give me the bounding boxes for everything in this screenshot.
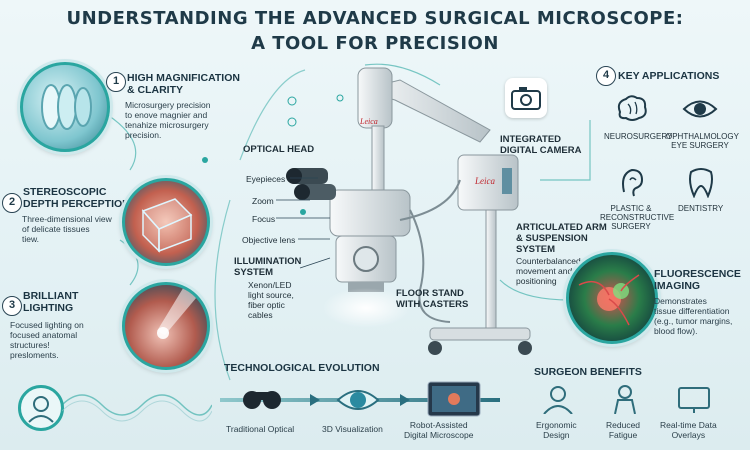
fluorescence-illustration bbox=[566, 252, 658, 344]
binoculars-icon bbox=[243, 391, 281, 409]
tissue-illustration bbox=[122, 178, 210, 266]
feature-1-number: 1 bbox=[106, 72, 126, 92]
lighting-illustration bbox=[122, 282, 210, 370]
arm-title: ARTICULATED ARM & SUSPENSION SYSTEM bbox=[516, 222, 607, 255]
feature-3-number: 3 bbox=[2, 296, 22, 316]
surgeon-icon bbox=[540, 384, 576, 415]
feature-3-title: BRILLIANT LIGHTING bbox=[23, 290, 79, 314]
depth-cube-icon bbox=[141, 198, 193, 253]
evolution-title: TECHNOLOGICAL EVOLUTION bbox=[224, 362, 380, 374]
lens-illustration bbox=[20, 62, 110, 152]
fluorescence-title: FLUORESCENCE IMAGING bbox=[654, 268, 741, 292]
illumination-title: ILLUMINATION SYSTEM bbox=[234, 256, 302, 278]
benefit-1-label: Ergonomic Design bbox=[536, 420, 577, 440]
person-icon bbox=[610, 384, 640, 415]
optical-head-label: OPTICAL HEAD bbox=[243, 144, 315, 155]
feature-2-title: STEREOSCOPIC DEPTH PERCEPTION bbox=[23, 186, 130, 210]
feature-3-description: Focused lighting on focused anatomal str… bbox=[10, 320, 84, 360]
surgeon-face-icon bbox=[18, 385, 64, 431]
applications-title: KEY APPLICATIONS bbox=[618, 70, 720, 82]
evolution-timeline bbox=[220, 381, 500, 417]
benefit-3-label: Real-time Data Overlays bbox=[660, 420, 717, 440]
feature-2-description: Three-dimensional view of delicate tissu… bbox=[22, 214, 112, 244]
leica-logo-2: Leica bbox=[474, 176, 495, 186]
arm-description: Counterbalanced movement and positioning bbox=[516, 256, 581, 286]
page-subtitle: A TOOL FOR PRECISION bbox=[251, 33, 499, 54]
tissue-cells-icon bbox=[578, 274, 640, 326]
display-icon bbox=[676, 384, 712, 414]
feature-2-number: 2 bbox=[2, 193, 22, 213]
tooth-icon bbox=[689, 168, 713, 198]
ear-icon bbox=[622, 168, 644, 197]
evolution-stage-1: Traditional Optical bbox=[226, 424, 295, 434]
evolution-stage-3: Robot-Assisted Digital Microscope bbox=[404, 420, 474, 440]
benefits-title: SURGEON BENEFITS bbox=[534, 366, 642, 378]
zoom-label: Zoom bbox=[252, 196, 274, 206]
wave-decoration bbox=[62, 394, 212, 422]
lens-icon bbox=[41, 84, 92, 130]
floor-stand-label: FLOOR STAND WITH CASTERS bbox=[396, 288, 469, 310]
fluorescence-description: Demonstrates tissue differentiation (e.g… bbox=[654, 296, 733, 336]
feature-1-description: Microsurgery precision to enove magnier … bbox=[125, 100, 211, 140]
microscope-illustration: Leica Leica bbox=[286, 67, 532, 355]
eye-icon bbox=[682, 100, 718, 118]
benefit-2-label: Reduced Fatigue bbox=[606, 420, 641, 440]
illumination-description: Xenon/LED light source, fiber optic cabl… bbox=[248, 280, 294, 320]
light-beam-icon bbox=[157, 285, 207, 339]
evolution-stage-2: 3D Visualization bbox=[322, 424, 383, 434]
digital-monitor-icon bbox=[427, 381, 481, 417]
focus-label: Focus bbox=[252, 214, 276, 224]
camera-label: INTEGRATED DIGITAL CAMERA bbox=[500, 134, 582, 156]
objective-lens-label: Objective lens bbox=[242, 235, 296, 245]
page-title: UNDERSTANDING THE ADVANCED SURGICAL MICR… bbox=[66, 8, 684, 29]
leica-logo-1: Leica bbox=[359, 117, 378, 126]
applications-number: 4 bbox=[596, 66, 616, 86]
camera-icon bbox=[505, 78, 547, 118]
brain-icon bbox=[617, 95, 647, 121]
feature-1-title: HIGH MAGNIFICATION & CLARITY bbox=[127, 72, 240, 96]
eyepieces-label: Eyepieces bbox=[246, 174, 286, 184]
3d-eye-icon bbox=[336, 390, 380, 410]
